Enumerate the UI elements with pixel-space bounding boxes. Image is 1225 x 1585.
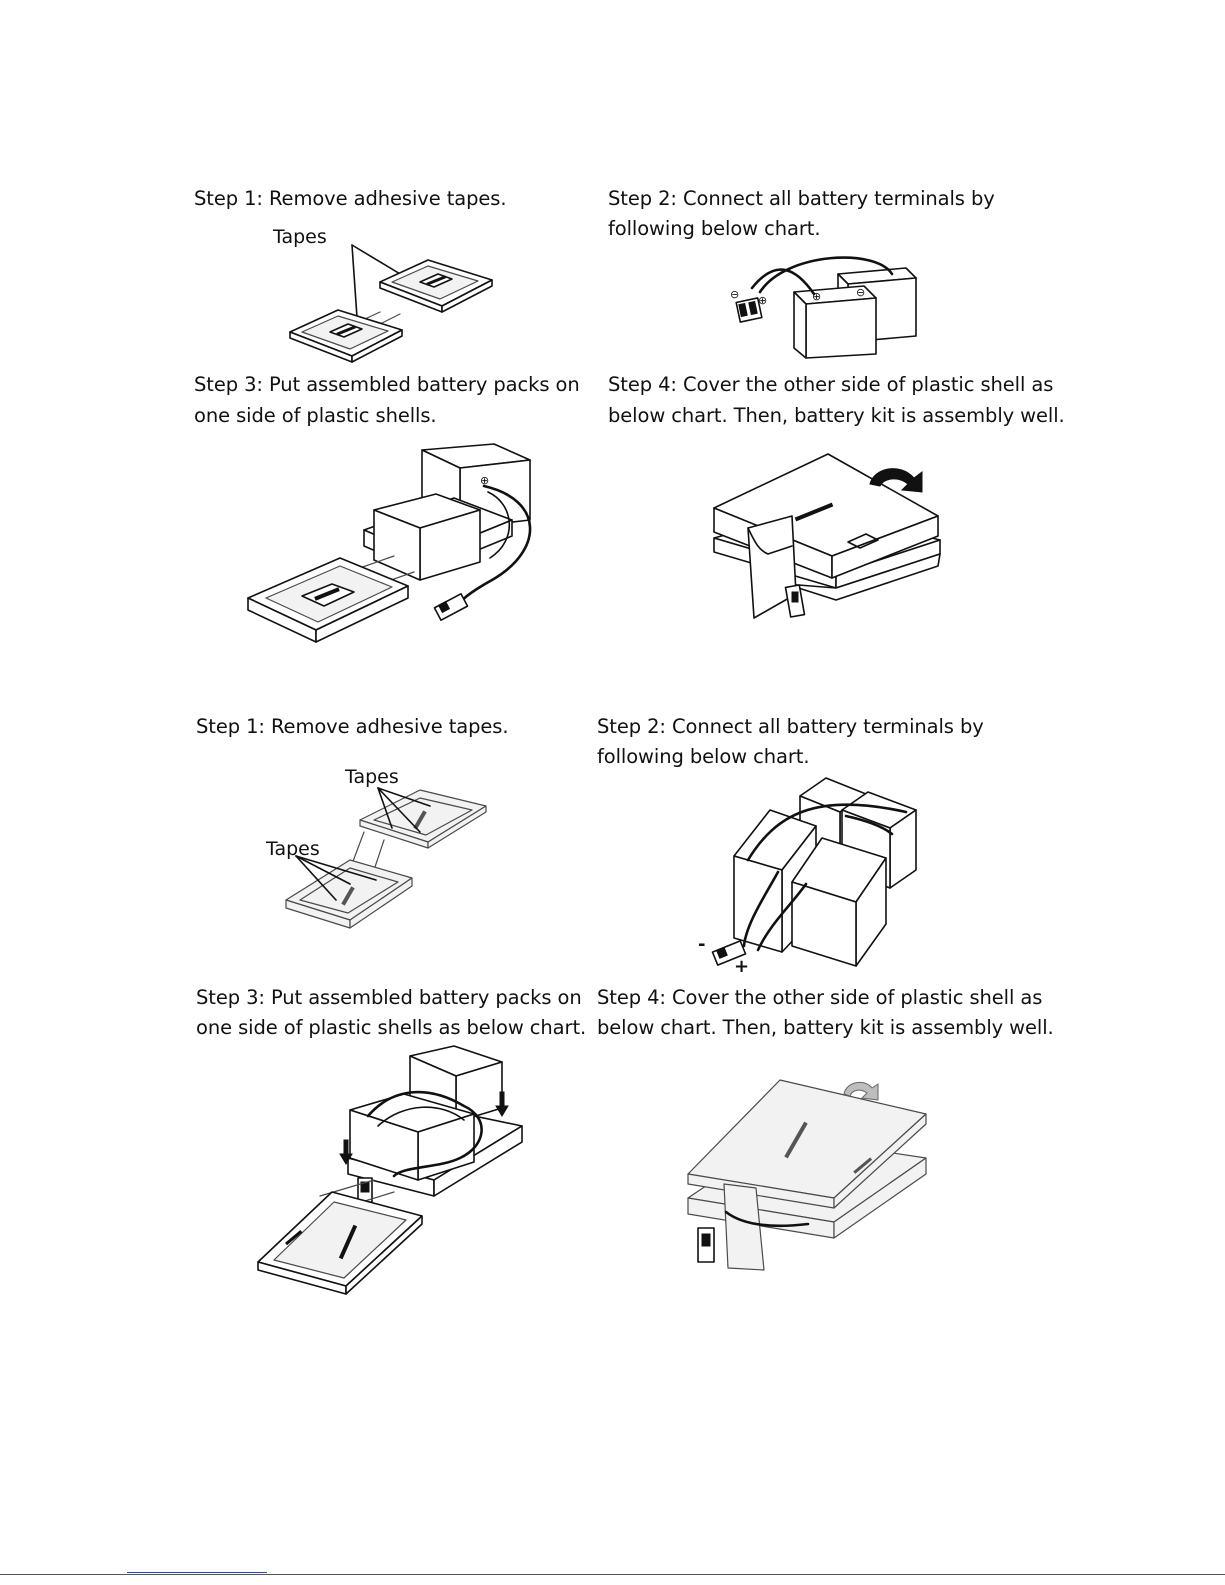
kit-a-step2-illustration: ⊕ ⊖ ⊖ ⊕ <box>730 258 948 358</box>
battery-front-right <box>792 838 886 966</box>
kit-b-step3-caption-line1: Step 3: Put assembled battery packs on <box>196 986 582 1009</box>
battery-cable-secondary <box>488 492 509 558</box>
plastic-shell-rear <box>360 790 486 848</box>
plug-minus-symbol: - <box>698 934 705 955</box>
connector-plug <box>736 298 762 322</box>
plug-minus-symbol: ⊖ <box>730 288 739 301</box>
kit-a-step4-caption-line1: Step 4: Cover the other side of plastic … <box>608 373 1054 396</box>
shell-connector-lines <box>352 832 384 870</box>
flip-arrow-icon <box>844 1082 878 1100</box>
kit-b-step2-illustration: - + <box>698 774 922 977</box>
connector-plug <box>786 585 805 617</box>
cable-negative <box>760 258 892 292</box>
cable-series-top <box>748 805 906 860</box>
cable-lead-negative <box>744 872 778 946</box>
plastic-shell-front <box>290 310 402 362</box>
battery-front: ⊕ ⊖ <box>794 286 876 358</box>
kit-b-step4-illustration <box>684 1078 930 1274</box>
plastic-shell-front <box>286 860 412 928</box>
kit-a-step4-caption-line2: below chart. Then, battery kit is assemb… <box>608 404 1065 427</box>
terminal-minus-symbol: ⊖ <box>856 286 865 299</box>
plastic-shell-open <box>258 1192 422 1294</box>
kit-a-tapes-label: Tapes <box>273 226 327 248</box>
plastic-shell-rear <box>380 260 492 312</box>
kit-b-step3-illustration <box>254 1046 536 1294</box>
tape-leader-line-2 <box>378 788 430 806</box>
kit-b-tapes-label-top: Tapes <box>345 766 399 788</box>
battery-cable-secondary <box>378 1107 464 1126</box>
battery-cable <box>368 1092 482 1176</box>
tape-leader-line-4 <box>296 856 336 900</box>
cable-series-rear <box>846 816 892 834</box>
kit-a-step3-caption-line2: one side of plastic shells. <box>194 404 437 427</box>
plug-plus-symbol: ⊕ <box>758 294 767 307</box>
kit-b-tapes-label-left: Tapes <box>266 838 320 860</box>
tape-leader-line-5 <box>296 856 350 884</box>
connector-plug <box>698 1228 714 1262</box>
kit-a-step1-caption: Step 1: Remove adhesive tapes. <box>194 187 507 210</box>
shell-notch <box>848 534 878 548</box>
down-arrow-icon-left <box>340 1140 352 1164</box>
tape-leader-line-6 <box>296 856 376 880</box>
tape-leader-line-3 <box>378 788 420 832</box>
down-arrow-icon-right <box>496 1092 508 1116</box>
kit-a-step2-caption-line2: following below chart. <box>608 217 821 240</box>
kit-b-step1-caption: Step 1: Remove adhesive tapes. <box>196 715 509 738</box>
terminal-plus-symbol: ⊕ <box>812 290 821 303</box>
kit-b-step3-caption-line2: one side of plastic shells as below char… <box>196 1016 587 1039</box>
kit-b-step1-illustration <box>280 780 495 945</box>
kit-a-step3-illustration: ⊕ <box>244 440 544 650</box>
cable-lead-positive <box>758 884 806 950</box>
battery-cable <box>726 1212 808 1226</box>
battery-cable <box>454 486 530 610</box>
kit-a-step3-caption-line1: Step 3: Put assembled battery packs on <box>194 373 580 396</box>
kit-b-step4-caption-line2: below chart. Then, battery kit is assemb… <box>597 1016 1054 1039</box>
plug-plus-symbol: + <box>734 956 749 977</box>
battery-upper-terminal-symbol: ⊕ <box>480 474 489 487</box>
tape-leader-line-1 <box>378 788 392 828</box>
plastic-shell-open <box>248 558 408 642</box>
footer-rule <box>0 1574 1225 1575</box>
kit-a-step2-caption-line1: Step 2: Connect all battery terminals by <box>608 187 995 210</box>
kit-b-step4-caption-line1: Step 4: Cover the other side of plastic … <box>597 986 1043 1009</box>
battery-lower <box>374 494 480 580</box>
retaining-tape <box>724 1184 764 1270</box>
kit-a-step4-illustration <box>708 454 944 624</box>
kit-b-step2-caption-line1: Step 2: Connect all battery terminals by <box>597 715 984 738</box>
connector-plug <box>434 594 467 620</box>
footer-link-underline <box>127 1572 267 1573</box>
kit-a-step1-illustration <box>280 240 495 365</box>
connector-plug <box>712 941 745 965</box>
flip-arrow-icon <box>870 469 922 492</box>
upper-shell <box>688 1080 926 1208</box>
kit-b-step2-caption-line2: following below chart. <box>597 745 810 768</box>
